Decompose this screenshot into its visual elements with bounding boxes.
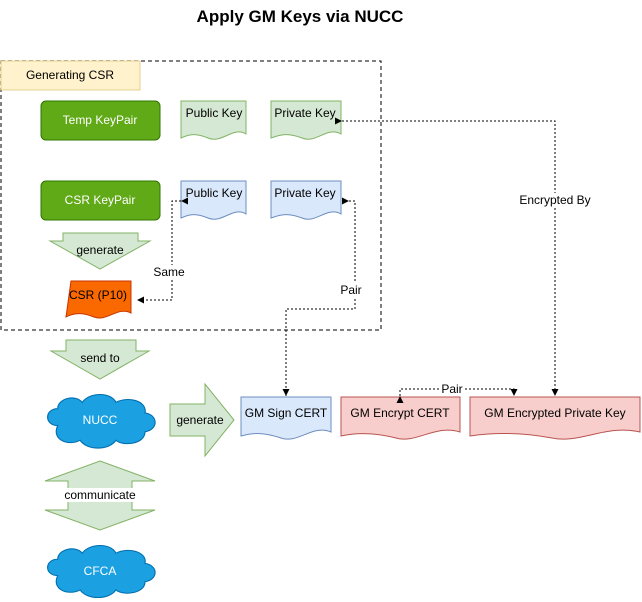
encrypted-by-label: Encrypted By: [519, 193, 590, 207]
csr-p10-label: CSR (P10): [69, 288, 127, 302]
pair-label-1: Pair: [340, 283, 361, 297]
same-label-bg: [154, 265, 184, 279]
gm-sign-cert-doc[interactable]: [240, 396, 332, 440]
temp-private-key-label: Private Key: [274, 106, 335, 120]
csr-public-key-label: Public Key: [186, 186, 243, 200]
group-label: Generating CSR: [26, 68, 114, 82]
cfca-label: CFCA: [84, 564, 117, 578]
encrypted-by-connector: [335, 117, 559, 396]
group-label-box: [0, 60, 141, 91]
gm-encrypted-private-key-label: GM Encrypted Private Key: [484, 406, 625, 420]
encrypted-by-label-bg: [518, 193, 592, 207]
csr-private-key-label: Private Key: [274, 186, 335, 200]
gm-encrypted-private-key-doc[interactable]: [469, 396, 641, 440]
csr-p10-doc[interactable]: [65, 280, 132, 319]
send-to-arrow-label: send to: [80, 351, 120, 365]
same-label: Same: [153, 265, 185, 279]
generate-arrow-2-label: generate: [176, 413, 224, 427]
communicate-label-bg: [65, 488, 135, 502]
generate-arrow-2: [169, 382, 235, 458]
same-connector: [137, 197, 188, 304]
temp-keypair-box[interactable]: [40, 100, 161, 141]
gm-encrypt-cert-label: GM Encrypt CERT: [350, 406, 450, 420]
diagram-title: Apply GM Keys via NUCC: [197, 7, 404, 26]
gm-sign-cert-label: GM Sign CERT: [245, 406, 328, 420]
gm-encrypt-cert-doc[interactable]: [340, 396, 461, 440]
send-to-arrow: [49, 339, 151, 380]
nucc-label: NUCC: [83, 413, 118, 427]
pair-label-2: Pair: [441, 382, 462, 396]
temp-keypair-label: Temp KeyPair: [63, 113, 138, 127]
communicate-arrow-label: communicate: [64, 488, 136, 502]
temp-public-key-doc[interactable]: [180, 100, 247, 140]
temp-public-key-label: Public Key: [186, 106, 243, 120]
pair-connector-sign: [282, 197, 356, 396]
generate-arrow-1-label: generate: [76, 243, 124, 257]
csr-keypair-label: CSR KeyPair: [65, 193, 136, 207]
